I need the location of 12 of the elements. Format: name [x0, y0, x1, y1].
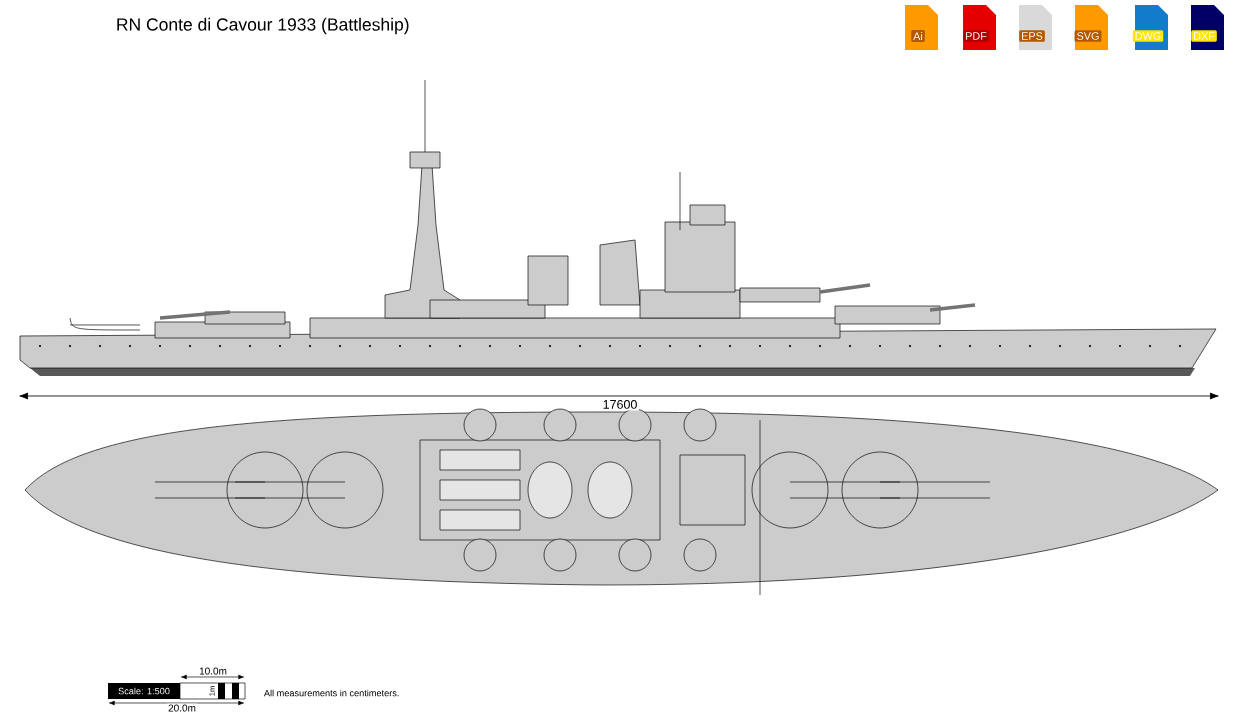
- dimension-label: 17600: [600, 398, 640, 411]
- scale-label: Scale: 1:500: [108, 683, 180, 699]
- note: All measurements in centimeters.: [263, 689, 399, 697]
- format-label: DWG: [1132, 30, 1164, 42]
- dimension-label: 10.0m: [198, 666, 228, 676]
- format-label: DXF: [1191, 30, 1217, 42]
- format-label: EPS: [1019, 30, 1045, 42]
- format-label: SVG: [1074, 30, 1102, 42]
- title: RN Conte di Cavour 1933 (Battleship): [117, 17, 409, 35]
- dimension-label: 20.0m: [167, 703, 197, 713]
- format-label: Ai: [911, 30, 925, 42]
- format-label: PDF: [963, 30, 989, 42]
